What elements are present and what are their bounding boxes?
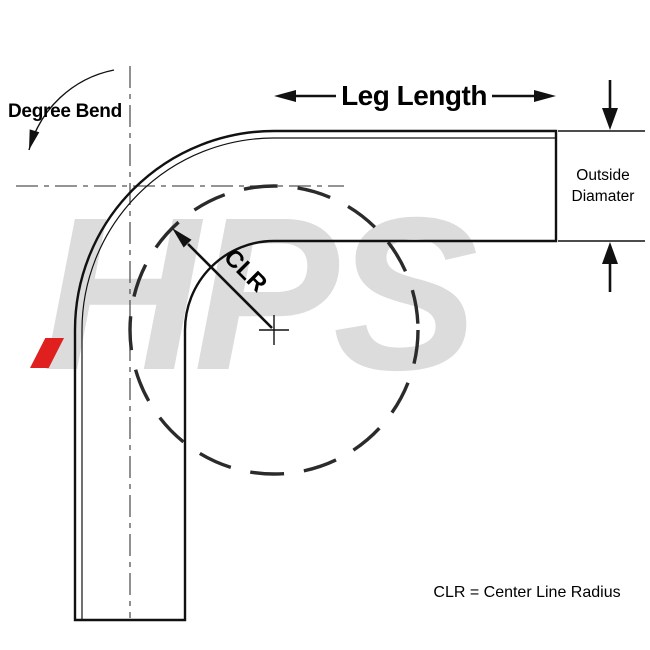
outside-diameter-label-line2: Diamater — [572, 188, 635, 205]
degree-bend-label: Degree Bend — [8, 101, 122, 122]
clr-definition-text: CLR = Center Line Radius — [433, 584, 620, 601]
clr-arrowhead-icon — [172, 228, 192, 248]
clr-circle — [128, 184, 420, 476]
od-arrowhead-bottom-icon — [602, 242, 618, 264]
pipe-outline — [73, 129, 558, 622]
degree-bend-arrowhead-icon — [29, 129, 40, 150]
pipe-wall-thickness-line — [81, 137, 556, 620]
od-arrowhead-top-icon — [602, 108, 618, 130]
leg-length-label: Leg Length — [341, 80, 487, 111]
leg-length-arrowhead-left-icon — [274, 90, 296, 102]
outside-diameter-label-line1: Outside — [576, 167, 629, 184]
clr-label: CLR — [218, 244, 272, 298]
clr-arrow — [187, 243, 273, 329]
leg-length-arrowhead-right-icon — [534, 90, 556, 102]
